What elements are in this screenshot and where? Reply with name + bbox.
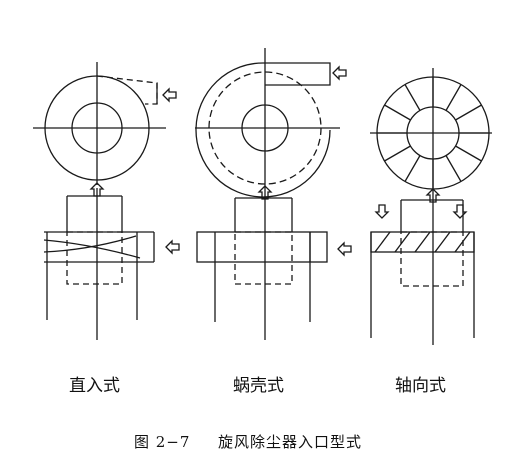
label-axial: 轴向式 bbox=[395, 376, 446, 396]
label-volute: 蜗壳式 bbox=[233, 376, 284, 396]
panel-volute bbox=[195, 48, 352, 340]
volute-top-view bbox=[195, 48, 347, 200]
label-tangential: 直入式 bbox=[69, 376, 120, 396]
axial-side-view bbox=[370, 190, 475, 345]
volute-side-view bbox=[196, 190, 352, 340]
volute-side-inlet-arrow-icon bbox=[337, 242, 352, 256]
tangential-side-view bbox=[43, 188, 180, 340]
inlet-arrow-icon bbox=[162, 88, 177, 102]
side-inlet-arrow-icon bbox=[165, 240, 180, 254]
caption-text: 旋风除尘器入口型式 bbox=[218, 433, 363, 451]
axial-top-view bbox=[370, 68, 492, 203]
tangential-top-view bbox=[33, 62, 177, 197]
panel-axial bbox=[370, 68, 492, 345]
axial-inlet-arrow-left-icon bbox=[375, 204, 389, 219]
panel-tangential bbox=[33, 62, 180, 340]
vane-hatching bbox=[374, 231, 471, 253]
axial-inlet-arrow-right-icon bbox=[453, 204, 467, 219]
caption-number: 图 2−7 bbox=[134, 433, 191, 451]
guide-vanes bbox=[377, 77, 489, 189]
volute-inlet-arrow-icon bbox=[332, 66, 347, 80]
